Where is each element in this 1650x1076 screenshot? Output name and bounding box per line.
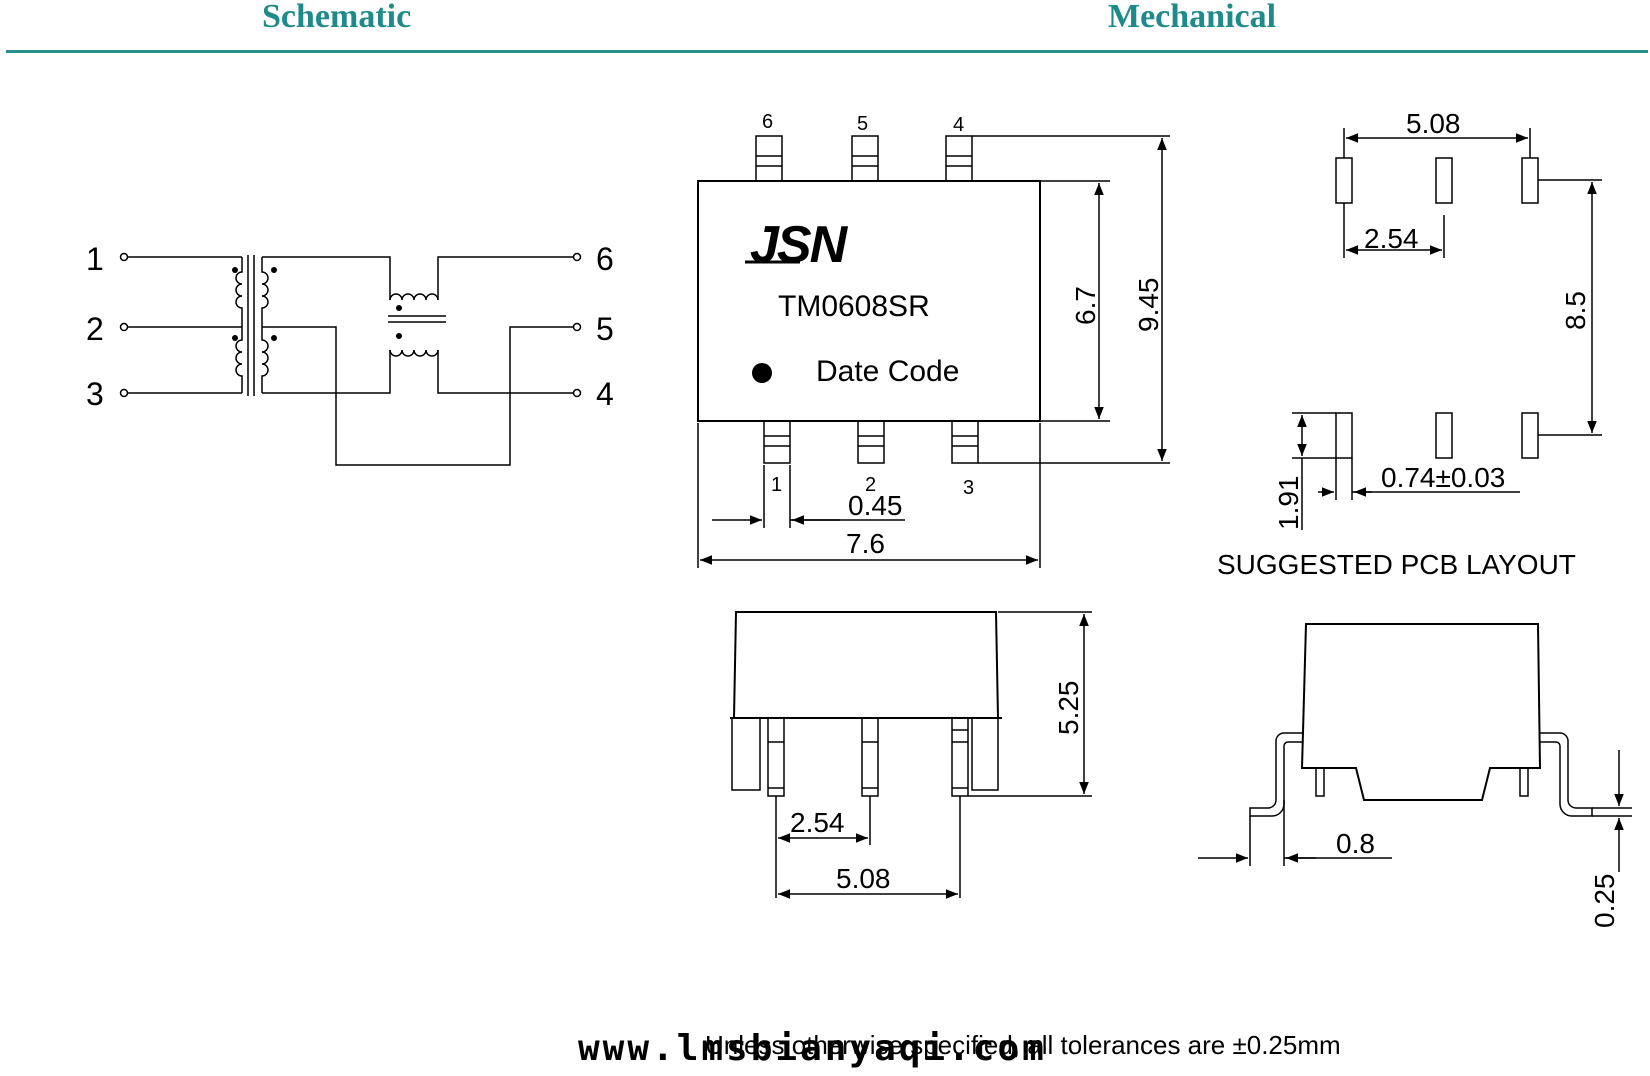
terminal-2 — [119, 322, 129, 332]
choke-lower-coil — [389, 349, 439, 357]
choke-dot-1 — [396, 305, 402, 311]
side-leads — [767, 718, 969, 797]
pad-2 — [1435, 412, 1453, 459]
jsn-logo: JSN — [750, 216, 849, 274]
part-number: TM0608SR — [778, 290, 930, 323]
pcb-dim-pad-width: 0.74±0.03 — [1381, 462, 1505, 493]
t1-primary-coil — [235, 257, 243, 393]
pin-6-lead — [755, 135, 783, 182]
choke-dot-2 — [396, 333, 402, 339]
t1-dot-2 — [271, 267, 277, 273]
pin-label-1: 1 — [86, 241, 104, 277]
pad-1 — [1335, 412, 1353, 459]
choke-upper-coil — [389, 293, 439, 301]
side-view: 5.25 2.54 5.08 — [730, 611, 1092, 899]
pin-label-4: 4 — [596, 376, 614, 412]
pin-2-lead — [857, 420, 885, 464]
pcb-dim-outer-span: 5.08 — [1406, 108, 1461, 139]
header-divider — [6, 50, 1648, 53]
pad-5 — [1435, 157, 1453, 204]
pin-label-3: 3 — [86, 376, 104, 412]
pcb-dim-pad-length: 1.91 — [1273, 476, 1304, 531]
side-body — [732, 611, 1000, 719]
top-view: 6 5 4 1 2 3 JSN TM0608SR Date Code 6.7 9… — [697, 111, 1170, 568]
t1-dot-1 — [232, 267, 238, 273]
mechanical-title: Mechanical — [1108, 0, 1277, 35]
terminal-5 — [572, 322, 582, 332]
end-lead-right — [1540, 732, 1593, 817]
tolerance-note: Unless otherwise specified, all toleranc… — [705, 1030, 1341, 1060]
pin-5-lead — [851, 135, 879, 182]
t1-dot-3 — [232, 335, 238, 341]
dim-body-height: 6.7 — [1070, 286, 1101, 325]
pin-label-2: 2 — [86, 311, 104, 347]
end-dim-thickness: 0.25 — [1589, 874, 1620, 929]
terminal-3 — [119, 388, 129, 398]
end-pins — [1315, 768, 1529, 797]
terminal-4 — [572, 388, 582, 398]
schematic-diagram: 1 2 3 6 5 4 — [86, 241, 614, 466]
end-dim-foot: 0.8 — [1336, 828, 1375, 859]
pcb-dim-row-span: 8.5 — [1560, 291, 1591, 330]
bottom-pin-label-3: 3 — [963, 477, 974, 499]
side-dim-pitch: 2.54 — [790, 807, 845, 838]
dim-body-width: 7.6 — [846, 528, 885, 559]
schematic-title: Schematic — [262, 0, 412, 35]
bottom-pin-label-2: 2 — [865, 474, 876, 496]
pin1-indicator-dot — [752, 363, 772, 383]
wire-choke-to-6 — [437, 256, 573, 300]
pcb-layout-caption: SUGGESTED PCB LAYOUT — [1217, 549, 1576, 580]
t1-secondary-coil — [261, 257, 269, 393]
pad-3 — [1521, 412, 1539, 459]
pin-1-lead — [763, 420, 791, 464]
top-pin-label-4: 4 — [953, 114, 964, 136]
t1-dot-4 — [271, 335, 277, 341]
wire-t1-bottom — [262, 350, 391, 394]
pin-3-lead — [951, 420, 979, 464]
wire-loop — [262, 326, 573, 466]
left-leads — [128, 256, 242, 394]
end-body — [1300, 623, 1542, 801]
pcb-layout: 5.08 2.54 8.5 1.91 0.74±0.03 SUGGESTED P… — [1217, 108, 1602, 580]
pad-4 — [1521, 157, 1539, 204]
end-lead-left — [1249, 732, 1302, 817]
pin-label-6: 6 — [596, 241, 614, 277]
terminal-6 — [572, 252, 582, 262]
top-pin-label-5: 5 — [857, 113, 868, 135]
terminal-1 — [119, 252, 129, 262]
top-pin-label-6: 6 — [762, 111, 773, 133]
wire-choke-to-4 — [437, 350, 573, 394]
side-tabs — [731, 718, 999, 791]
end-view: 0.8 0.25 — [1198, 623, 1632, 929]
pad-6 — [1335, 157, 1353, 204]
dim-total-height: 9.45 — [1133, 278, 1164, 333]
pcb-dim-pitch: 2.54 — [1364, 223, 1419, 254]
pin-label-5: 5 — [596, 311, 614, 347]
wire-t1-top — [262, 256, 391, 300]
pin-4-lead — [945, 135, 973, 182]
side-dim-span: 5.08 — [836, 863, 891, 894]
watermark: www.lmsbianyaqi.com — [578, 1028, 1047, 1069]
side-dim-height: 5.25 — [1053, 681, 1084, 736]
date-code-label: Date Code — [816, 355, 959, 388]
bottom-pin-label-1: 1 — [771, 474, 782, 496]
dim-lead-width: 0.45 — [848, 490, 903, 521]
